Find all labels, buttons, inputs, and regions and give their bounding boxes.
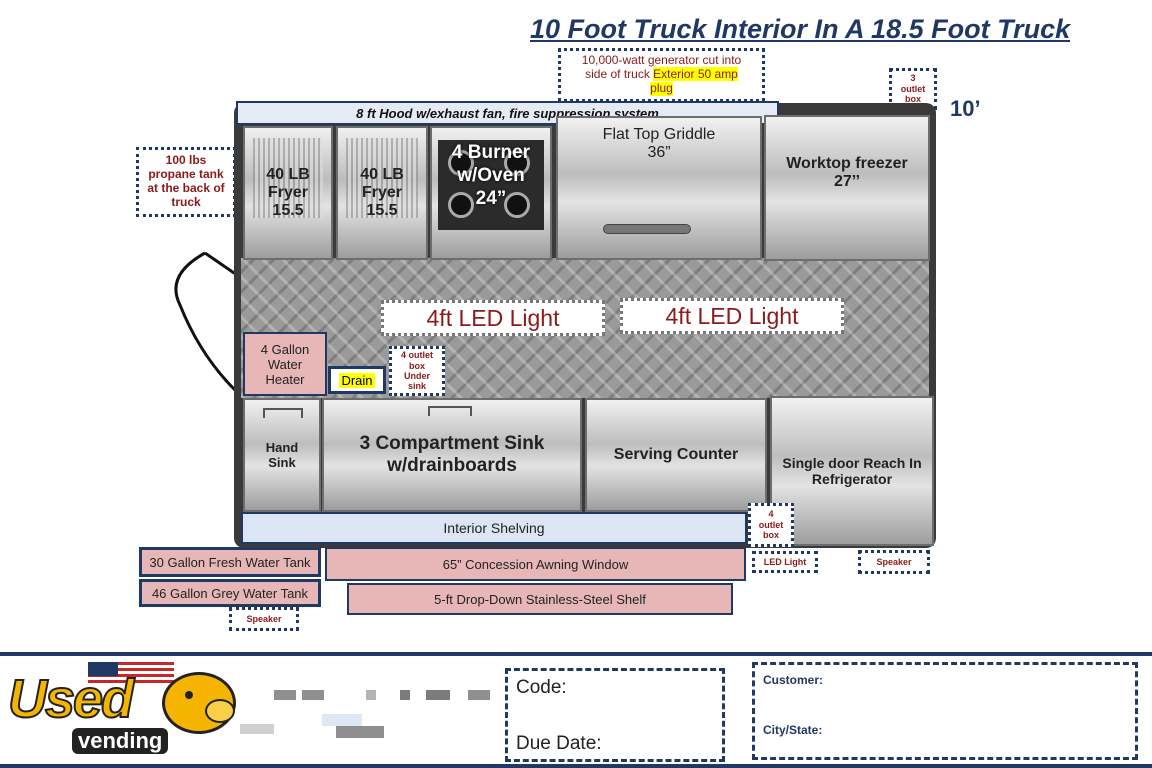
- fryer-1-basket: [253, 138, 323, 218]
- customer-label: Customer:: [763, 673, 824, 687]
- code-due-box: Code: Due Date:: [505, 668, 725, 762]
- speaker-left: Speaker: [229, 607, 299, 631]
- drain-label: Drain: [328, 366, 386, 394]
- logo-used-text: Used: [7, 668, 135, 730]
- rear-door-arc: [174, 251, 238, 392]
- logo-pig-icon: [162, 672, 236, 734]
- code-label: Code:: [516, 677, 567, 698]
- fryer-2: 40 LB Fryer 15.5: [336, 126, 428, 260]
- fryer-2-basket: [346, 138, 418, 218]
- blurred-contact-info: [236, 686, 496, 746]
- griddle-handle: [603, 224, 691, 234]
- burner-top: [438, 140, 544, 230]
- serving-counter: Serving Counter: [585, 398, 767, 512]
- width-dimension-label: 10’: [950, 96, 981, 121]
- fryer-1: 40 LB Fryer 15.5: [243, 126, 333, 260]
- fresh-water-tank: 30 Gallon Fresh Water Tank: [139, 547, 321, 577]
- burner-icon: [448, 150, 474, 176]
- footer-bar: Used vending Code: Due Date: Customer: C…: [0, 652, 1152, 768]
- burner-icon: [504, 192, 530, 218]
- customer-box: Customer: City/State:: [752, 662, 1138, 760]
- speaker-right: Speaker: [858, 550, 930, 574]
- interior-shelving: Interior Shelving: [241, 512, 747, 544]
- generator-note: 10,000-watt generator cut into side of t…: [558, 48, 765, 102]
- burner-icon: [504, 150, 530, 176]
- concession-awning-window: 65” Concession Awning Window: [325, 547, 746, 581]
- due-date-label: Due Date:: [516, 733, 602, 754]
- led-light-exterior: LED Light: [752, 551, 818, 573]
- city-state-label: City/State:: [763, 723, 823, 737]
- faucet-icon: [428, 406, 472, 416]
- led-light-1: 4ft LED Light: [381, 300, 605, 336]
- drop-down-shelf: 5-ft Drop-Down Stainless-Steel Shelf: [347, 583, 733, 615]
- usa-flag-icon: [88, 662, 174, 684]
- led-light-2: 4ft LED Light: [620, 298, 844, 334]
- page-title: 10 Foot Truck Interior In A 18.5 Foot Tr…: [530, 14, 1071, 44]
- burner-icon: [448, 192, 474, 218]
- faucet-icon: [263, 408, 303, 418]
- logo-vending-text: vending: [72, 728, 169, 754]
- grey-water-tank: 46 Gallon Grey Water Tank: [139, 579, 321, 607]
